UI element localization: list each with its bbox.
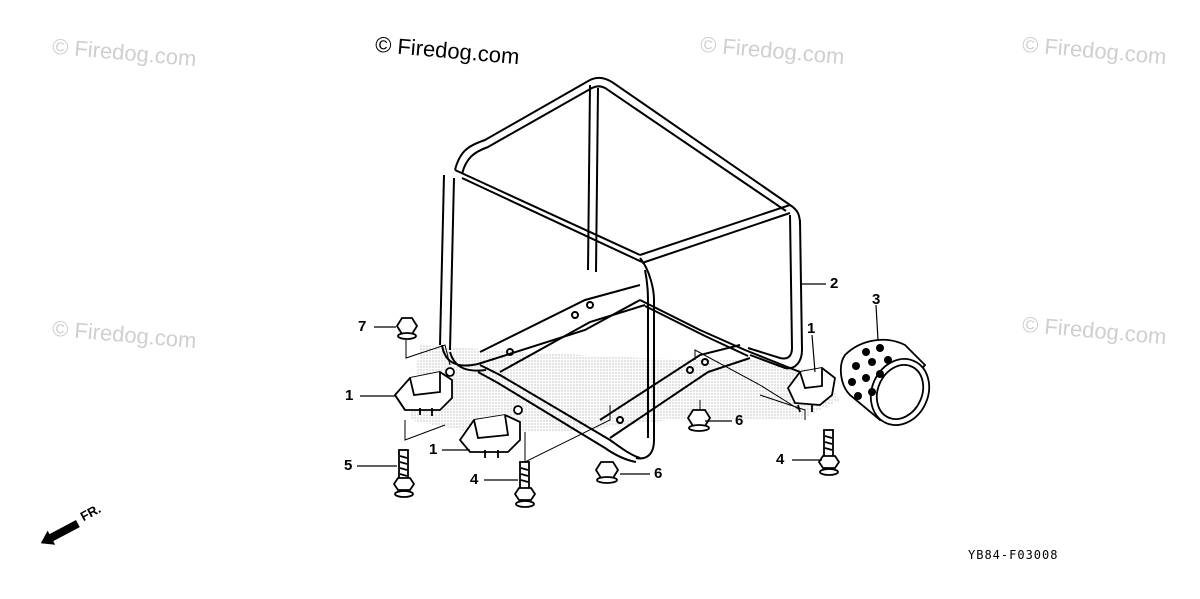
nut-item-7 [395, 317, 419, 340]
bolt-item-4-right [817, 429, 841, 476]
callout-6-center: 6 [654, 465, 663, 482]
callout-1-right: 1 [807, 320, 816, 337]
callout-3: 3 [872, 291, 881, 308]
callout-7: 7 [358, 318, 367, 335]
callout-1-left: 1 [345, 387, 354, 404]
nut-item-6-center [594, 461, 620, 484]
strainer [839, 338, 931, 426]
callout-2: 2 [830, 275, 839, 292]
mount-rubber-right [786, 367, 836, 413]
nut-item-6-right [686, 409, 712, 432]
mount-rubber-left [393, 367, 455, 416]
callout-4-right: 4 [776, 451, 785, 468]
front-direction-arrow-icon [40, 520, 80, 545]
callout-5: 5 [344, 457, 353, 474]
bolt-item-5 [392, 449, 416, 498]
ground-shadow [410, 345, 840, 432]
callout-1-center: 1 [429, 441, 438, 458]
callout-leaders [357, 283, 879, 481]
bolt-item-4-left [513, 461, 537, 508]
frame [439, 76, 804, 463]
assembly-guide-lines [404, 340, 806, 463]
diagram-code: YB84-F03008 [968, 548, 1059, 562]
callout-4-left: 4 [470, 471, 479, 488]
callout-6-right: 6 [735, 412, 744, 429]
mount-rubber-center [458, 405, 523, 458]
